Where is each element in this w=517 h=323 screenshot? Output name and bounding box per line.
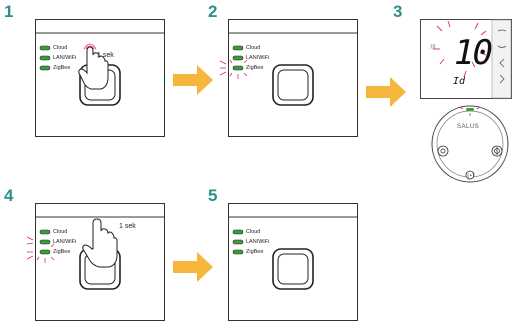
led-label-cloud: Cloud	[53, 229, 68, 235]
step-number-4: 4	[4, 186, 14, 205]
gateway-panel-step-5: Cloud LAN/WiFi ZigBee	[228, 203, 358, 321]
press-duration-label: 1 sek	[97, 52, 114, 59]
thermostat-screen-graphic: ))|	[420, 19, 512, 99]
display-subtext: Id	[453, 76, 466, 87]
step-number-5: 5	[208, 186, 218, 205]
arrow-right-icon	[366, 77, 406, 107]
thermostat-dial: (•) SALUS	[430, 104, 510, 184]
gateway-device-graphic	[219, 19, 358, 137]
step-number-1: 1	[4, 2, 14, 21]
led-label-lan: LAN/WiFi	[246, 239, 270, 245]
step-number-3: 3	[393, 2, 403, 21]
gateway-device-graphic	[35, 19, 165, 137]
gateway-panel-step-4: Cloud LAN/WiFi ZigBee 1 sek	[26, 203, 165, 321]
arrow-step-4-to-5	[173, 252, 213, 282]
brand-logo: SALUS	[457, 124, 480, 130]
led-label-zigbee: ZigBee	[53, 249, 71, 255]
arrow-right-icon	[173, 65, 213, 95]
led-label-lan: LAN/WiFi	[246, 55, 270, 61]
led-label-lan: LAN/WiFi	[53, 239, 77, 245]
led-label-cloud: Cloud	[53, 45, 68, 51]
led-label-lan: LAN/WiFi	[53, 55, 77, 61]
display-value: 10	[454, 33, 493, 73]
gateway-panel-step-2: Cloud LAN/WiFi ZigBee	[219, 19, 358, 137]
thermostat-display: ))| 10 Id	[420, 19, 512, 99]
arrow-right-icon	[173, 252, 213, 282]
left-button-icon	[437, 145, 449, 157]
gateway-device-graphic	[26, 203, 165, 321]
gateway-panel-step-1: Cloud LAN/WiFi ZigBee 1 sek	[35, 19, 165, 137]
step-number-2: 2	[208, 2, 218, 21]
led-label-cloud: Cloud	[246, 45, 261, 51]
led-label-zigbee: ZigBee	[53, 65, 71, 71]
led-label-zigbee: ZigBee	[246, 249, 264, 255]
antenna-icon: ))|	[430, 44, 436, 50]
gateway-device-graphic	[228, 203, 358, 321]
arrow-step-1-to-2	[173, 65, 213, 95]
led-label-cloud: Cloud	[246, 229, 261, 235]
arrow-step-2-to-3	[366, 77, 406, 107]
thermostat-round-face: (•)	[431, 105, 509, 183]
led-label-zigbee: ZigBee	[246, 65, 264, 71]
pairing-button-icon	[465, 170, 475, 180]
press-duration-label: 1 sek	[119, 223, 136, 230]
svg-text:(•): (•)	[467, 173, 474, 179]
